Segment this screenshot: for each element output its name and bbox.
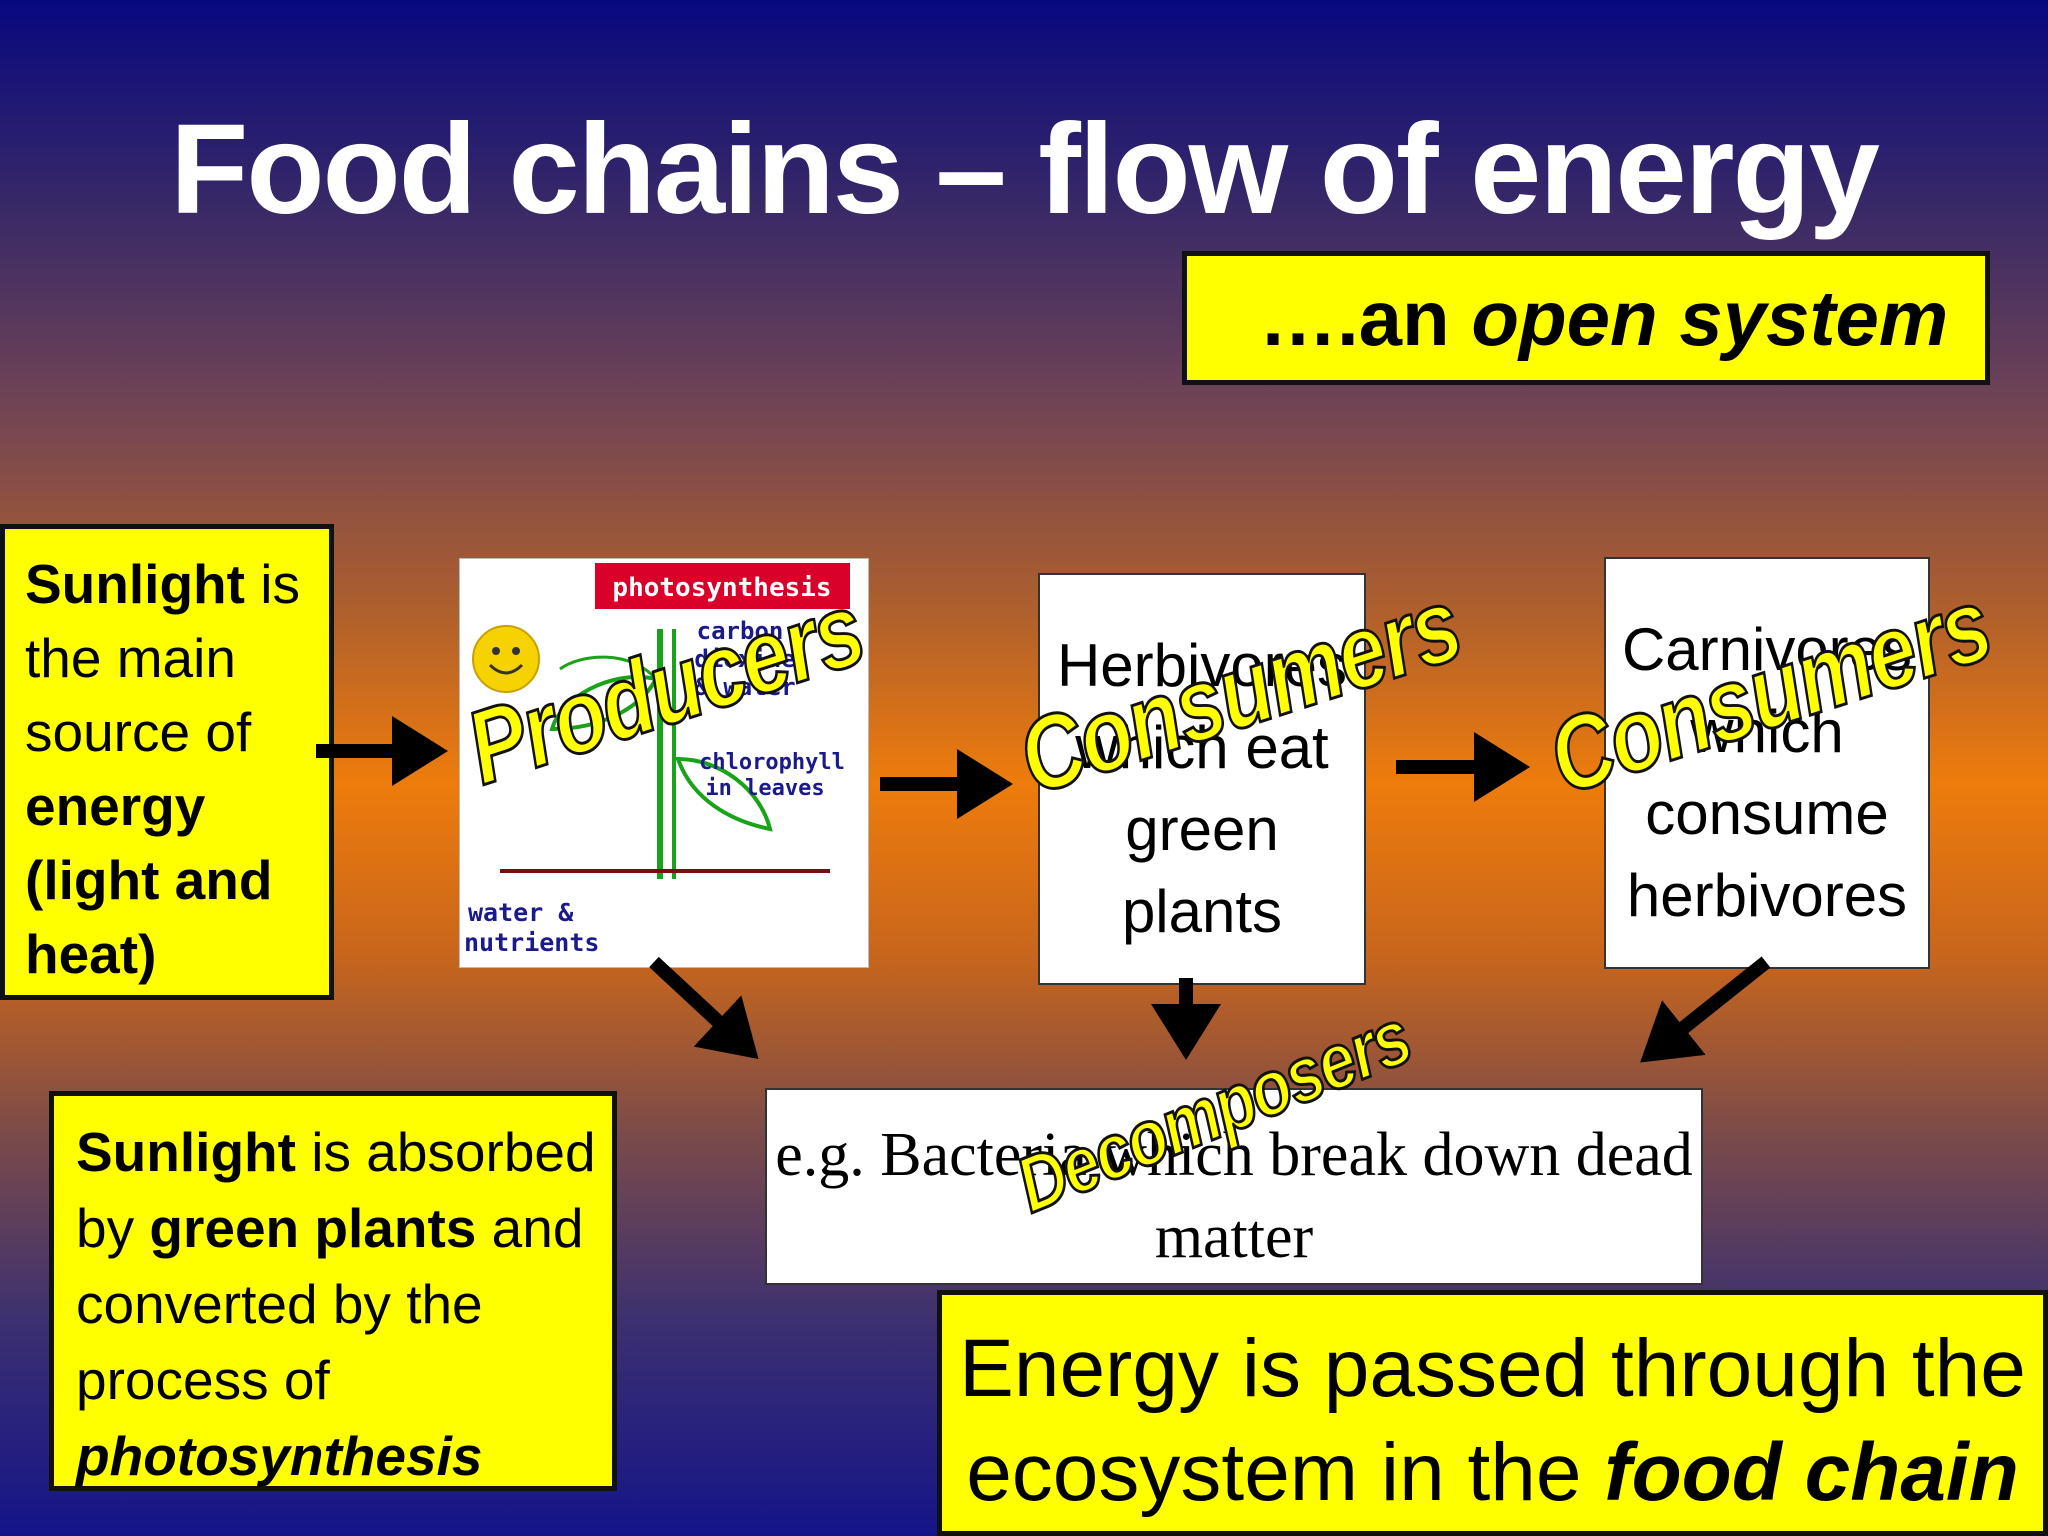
water-line1: water & xyxy=(468,898,574,927)
energy-passed-emphasis: food chain xyxy=(1604,1427,2019,1518)
energy-passed-box: Energy is passed through the ecosystem i… xyxy=(937,1290,2048,1536)
sunlight-absorbed-text2: and converted by the process of xyxy=(76,1197,584,1411)
chlorophyll-line2: in leaves xyxy=(705,776,824,801)
sunlight-absorbed-bold1: Sunlight xyxy=(76,1121,296,1183)
co2-line3: & water xyxy=(694,673,795,701)
sunlight-absorbed-box: Sunlight is absorbed by green plants and… xyxy=(49,1091,617,1491)
producer-photosynthesis-card: photosynthesis carbon dioxide & water ch… xyxy=(459,558,869,968)
carnivores-box: Carnivores which consume herbivores xyxy=(1604,557,1930,969)
sun-smile xyxy=(488,663,524,675)
energy-passed-text: Energy is passed through the ecosystem i… xyxy=(959,1323,2026,1518)
photosynthesis-banner xyxy=(595,563,850,609)
leaf-left-icon xyxy=(549,675,660,732)
sunlight-source-bold2: energy (light and heat) xyxy=(25,775,273,985)
sunlight-absorbed-text1: is absorbed by xyxy=(76,1121,596,1259)
chlorophyll-line1: chlorophyll xyxy=(699,750,845,775)
sunlight-absorbed-photosynthesis: photosynthesis xyxy=(76,1425,483,1487)
sunlight-source-bold1: Sunlight xyxy=(25,553,245,615)
herbivores-box: Herbivores which eat green plants xyxy=(1038,573,1366,985)
leaf-top-curl xyxy=(559,655,658,680)
sun-left-eye xyxy=(492,647,500,655)
slide-title: Food chains – flow of energy xyxy=(170,98,1880,241)
sunlight-absorbed-bold2: green plants xyxy=(149,1197,477,1259)
sun-right-eye xyxy=(512,647,520,655)
open-system-prefix: ….an xyxy=(1259,274,1472,362)
open-system-callout: ….an open system xyxy=(1182,251,1990,385)
plant-illustration: photosynthesis carbon dioxide & water ch… xyxy=(464,563,850,957)
decomposer-box: e.g. Bacteria which break down dead matt… xyxy=(765,1088,1703,1285)
open-system-emphasis: open system xyxy=(1471,274,1949,362)
leaf-right-icon xyxy=(675,756,773,832)
photosynthesis-banner-label: photosynthesis xyxy=(612,573,831,603)
carnivore-to-decomposer-arrow xyxy=(1640,956,1771,1063)
sun-icon xyxy=(472,625,540,693)
co2-line1: carbon xyxy=(697,617,784,645)
co2-line2: dioxide xyxy=(694,645,795,673)
water-line2: nutrients xyxy=(464,928,599,957)
sunlight-source-text1: is the main source of xyxy=(25,553,300,763)
producer-to-decomposer-arrow xyxy=(649,956,759,1060)
sunlight-source-box: Sunlight is the main source of energy (l… xyxy=(0,524,334,1000)
